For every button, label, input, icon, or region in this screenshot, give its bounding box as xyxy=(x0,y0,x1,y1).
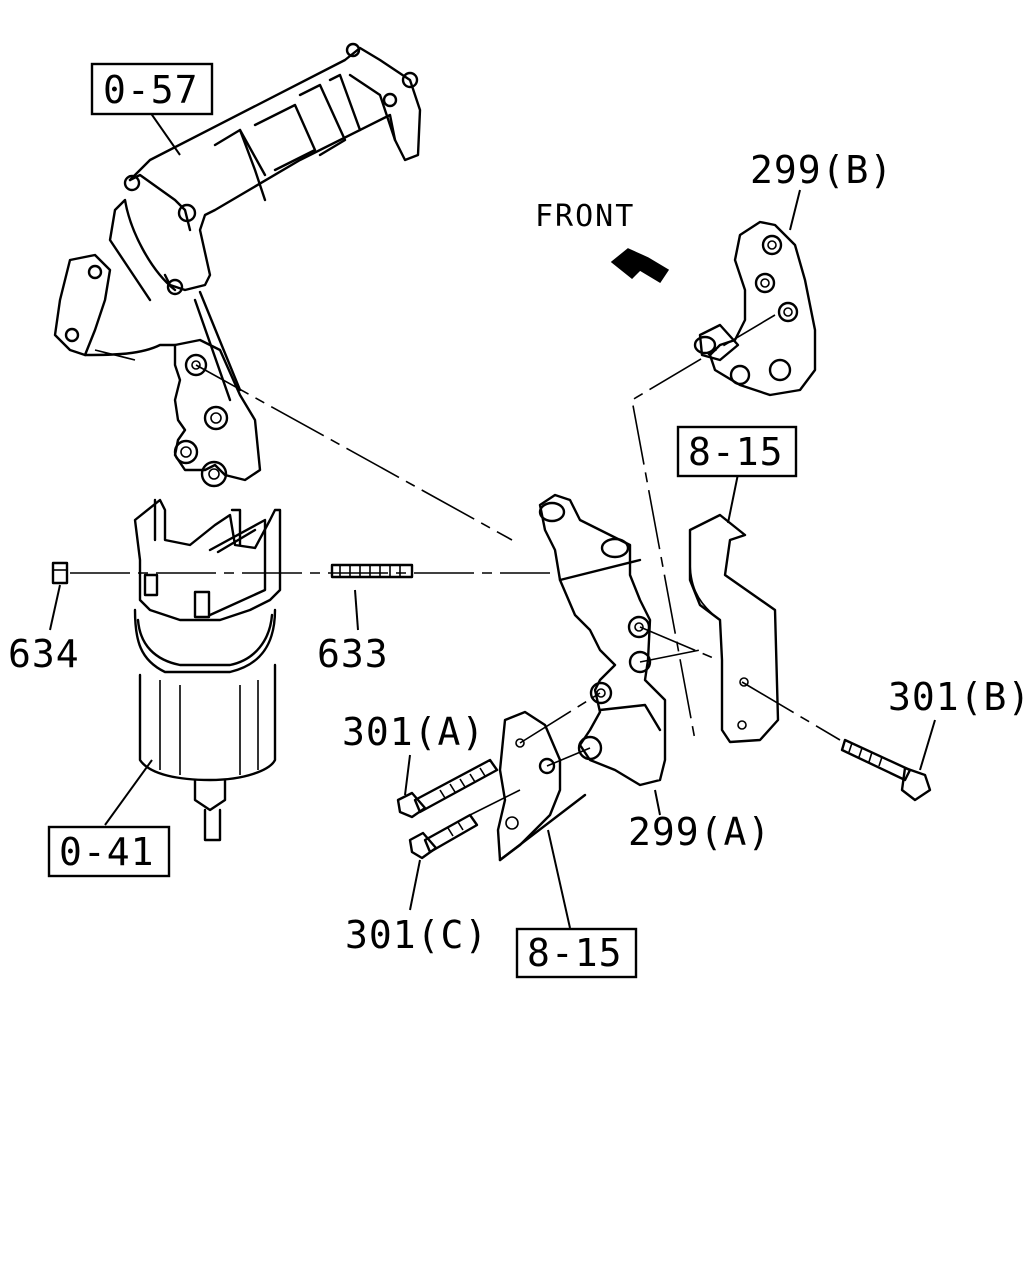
bolt-301b xyxy=(840,738,932,802)
ref-label-8-15-upper: 8-15 xyxy=(688,430,784,474)
bolt-301c xyxy=(408,813,479,860)
bracket-8-15-lower xyxy=(496,710,587,862)
bracket-299a xyxy=(538,493,667,787)
ref-box-0-41: 0-41 xyxy=(47,825,171,878)
part-label-301c: 301(C) xyxy=(345,913,488,957)
front-direction-label: FRONT xyxy=(535,199,635,234)
leader-lines xyxy=(49,111,936,929)
egr-cooler-assembly xyxy=(53,42,422,361)
part-label-301b: 301(B) xyxy=(888,675,1024,719)
bracket-299b xyxy=(693,220,817,397)
part-634-shape xyxy=(51,561,69,585)
part-label-299b: 299(B) xyxy=(750,148,893,192)
part-label-634: 634 xyxy=(8,632,80,676)
part-label-633: 633 xyxy=(317,632,389,676)
ref-label-0-57: 0-57 xyxy=(103,68,199,112)
front-arrow-icon xyxy=(610,248,670,284)
centerlines xyxy=(70,314,841,816)
part-label-299a: 299(A) xyxy=(628,810,771,854)
fuel-filter-assembly xyxy=(133,498,282,842)
ref-label-8-15-lower: 8-15 xyxy=(527,931,623,975)
ref-label-0-41: 0-41 xyxy=(59,830,155,874)
ref-box-8-15-upper: 8-15 xyxy=(676,425,798,478)
ref-box-0-57: 0-57 xyxy=(90,62,214,116)
ref-box-8-15-lower: 8-15 xyxy=(515,927,638,979)
bolt-301a xyxy=(396,758,499,819)
bracket-8-15-upper xyxy=(688,513,780,744)
part-633-shape xyxy=(330,563,414,579)
egr-mount-bracket xyxy=(173,290,262,488)
part-label-301a: 301(A) xyxy=(342,710,485,754)
